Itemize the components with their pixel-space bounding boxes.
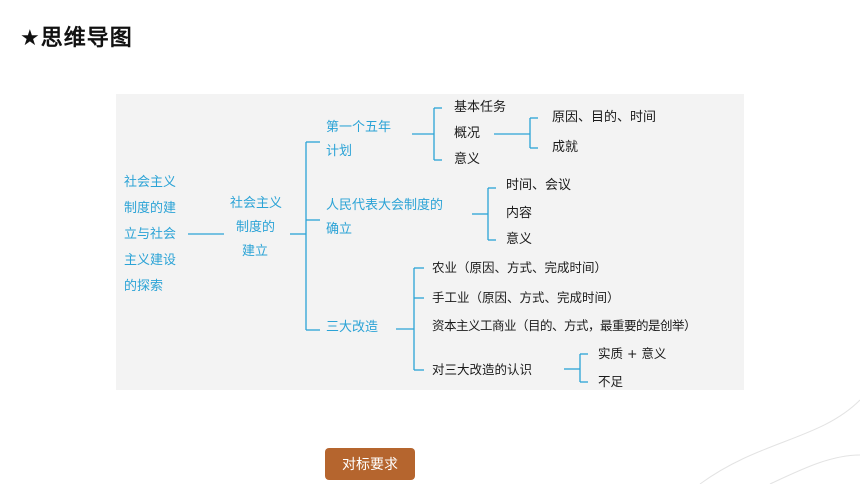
branch3-item-3: 资本主义工商业（目的、方式，最重要的是创举） [432, 318, 697, 333]
root-line-1: 社会主义 [124, 175, 177, 190]
mind-map: 社会主义 制度的建 立与社会 主义建设 的探索 社会主义 制度的 建立 第一个五… [116, 94, 744, 390]
branch3-item-1: 农业（原因、方式、完成时间） [432, 260, 608, 275]
branch2-item-2: 内容 [506, 206, 533, 221]
branch1-sub-2: 成就 [552, 140, 579, 155]
branch3-sub-1: 实质 + 意义 [598, 346, 667, 361]
root-node: 社会主义 制度的建 立与社会 主义建设 的探索 [124, 170, 176, 300]
branch1-sub-1: 原因、目的、时间 [552, 110, 657, 125]
page-title: ★思维导图 [20, 26, 133, 51]
benchmark-requirements-button[interactable]: 对标要求 [325, 448, 415, 480]
branch2-item-1: 时间、会议 [506, 178, 572, 193]
root-line-4: 主义建设 [124, 253, 177, 268]
branch2-line-2: 确立 [326, 222, 353, 237]
branch1-item-2: 概况 [454, 126, 481, 141]
branch2-node: 人民代表大会制度的 确立 [326, 194, 443, 242]
branch2-item-3: 意义 [506, 232, 533, 247]
branch1-item-1: 基本任务 [454, 100, 507, 115]
branch3-node: 三大改造 [326, 320, 379, 335]
branch1-line-2: 计划 [326, 144, 353, 159]
level1-line-1: 社会主义 [230, 196, 283, 211]
branch1-node: 第一个五年 计划 [326, 116, 391, 164]
branch1-line-1: 第一个五年 [326, 120, 392, 135]
root-line-2: 制度的建 [124, 201, 177, 216]
level1-line-3: 建立 [242, 244, 269, 259]
root-line-3: 立与社会 [124, 227, 177, 242]
branch3-item-4: 对三大改造的认识 [432, 362, 533, 377]
mind-map-connectors [188, 107, 588, 383]
level1-line-2: 制度的 [236, 220, 276, 235]
level1-node: 社会主义 制度的 建立 [230, 192, 282, 264]
root-line-5: 的探索 [124, 279, 164, 294]
branch1-item-3: 意义 [454, 152, 481, 167]
branch3-item-2: 手工业（原因、方式、完成时间） [432, 290, 620, 305]
branch3-sub-2: 不足 [598, 374, 624, 389]
branch2-line-1: 人民代表大会制度的 [326, 198, 444, 213]
